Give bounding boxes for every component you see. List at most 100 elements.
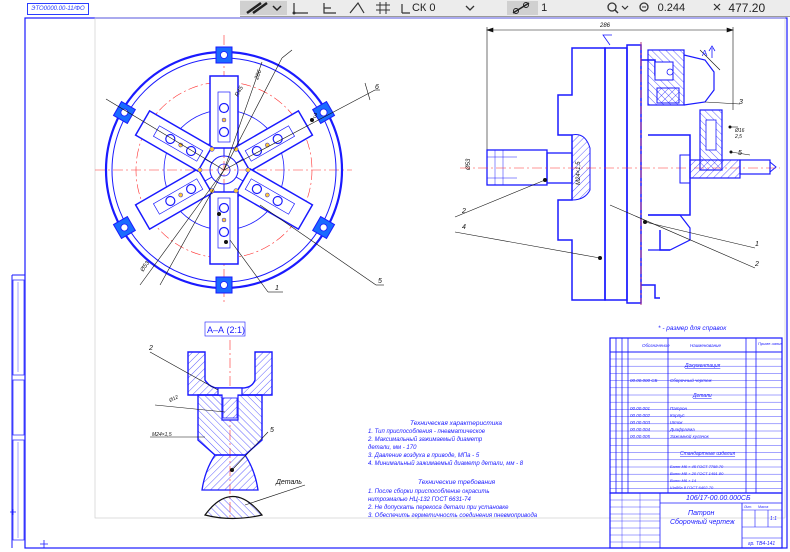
chuck-jaws [134, 75, 314, 265]
zoom-icon [606, 2, 629, 14]
mounting-boss [311, 100, 336, 125]
zoom-value[interactable]: 0.244 [655, 1, 710, 15]
corner-mark [10, 509, 16, 515]
spec-standard-item: Болт М6 × 45 ГОСТ 7798-70 [670, 464, 724, 469]
lines-style-button[interactable] [240, 1, 287, 15]
callout-side-1: 1 [755, 241, 759, 248]
coordinate-system-value: СК 0 [411, 2, 436, 14]
dim-text-shank-dia: Ø53 [466, 158, 472, 171]
title-org: гр. ТВ4-141 [748, 541, 775, 547]
callout-side-5: 5 [738, 150, 742, 157]
leader-dot [598, 256, 602, 260]
zoom-button[interactable] [603, 1, 635, 15]
chuck-jaw [209, 75, 239, 156]
ortho-button[interactable] [287, 1, 315, 15]
chuck-side-view: 286 Ø53 М24×1,5 [454, 23, 780, 305]
snap-binding-button[interactable] [506, 1, 539, 15]
section-jaw-neck [201, 454, 259, 491]
tech-char-title: Техническая характеристика [410, 420, 502, 427]
callout-side-4: 4 [462, 224, 466, 231]
specification-table [609, 337, 783, 494]
leader-dot [224, 240, 228, 244]
center-pin [209, 146, 215, 152]
callout-front-5: 5 [378, 278, 382, 285]
grid-button[interactable] [371, 1, 397, 15]
angle-icon [349, 1, 365, 14]
spec-header-note: Приме-чание [758, 341, 783, 346]
spec-standard-item: Винт М6 × 14 [670, 478, 697, 483]
tech-req-line-4: 3. Обеспечить герметичность соединения п… [368, 513, 538, 519]
rotated-document-stamp: ЭТО0000.00-11/ФО [27, 3, 89, 15]
section-leaders [149, 351, 306, 506]
spec-detail-code: 00.00.005 [630, 434, 651, 439]
dim-text-diameter-big: 286 [254, 69, 264, 82]
tech-char-line-4: 3. Давление воздуха в приводе, МПа - 5 [368, 453, 480, 459]
sheet-frame [11, 17, 788, 549]
spec-header-name: Наименование [690, 343, 722, 348]
title-litera: Лит. [743, 505, 752, 509]
snap-button[interactable] [315, 1, 343, 15]
callout-front-1: 1 [275, 285, 279, 292]
tech-req-line-2: нитроэмалью НЦ-132 ГОСТ 6631-74 [368, 497, 471, 503]
tech-req-line-1: 1. После сборки приспособление окрасить [368, 489, 490, 495]
grid-icon [375, 2, 390, 14]
center-pin [197, 167, 203, 173]
dim-text-groove: Ø12 [167, 394, 179, 404]
line-type-select[interactable]: 1 [538, 1, 603, 15]
callout-section-2: 2 [148, 345, 153, 352]
spec-detail-name: Патрон [670, 406, 687, 411]
chuck-jaw [209, 184, 239, 265]
callout-front-6: 6 [375, 84, 379, 91]
zoom-close[interactable] [709, 1, 725, 15]
cs-dropdown-arrow[interactable] [462, 1, 480, 15]
coordinate-system-select[interactable]: СК 0 [397, 1, 462, 15]
chuck-jaw [235, 167, 314, 231]
section-title: А–А (2:1) [207, 325, 245, 335]
coordinate-readout: 477.20 [728, 1, 766, 15]
snap-icon [323, 3, 336, 14]
line-style-icon [246, 1, 282, 15]
section-bolt-head [222, 397, 238, 419]
mounting-boss [215, 46, 233, 64]
zoom-out-icon [638, 2, 649, 12]
title-mass: Масса [758, 505, 768, 509]
ucs-icon [401, 4, 410, 14]
snap-binding-icon [512, 2, 530, 14]
spec-doc-code: 00.00.000 СБ [630, 378, 658, 383]
zoom-level: 0.244 [657, 2, 686, 14]
zoom-out-button[interactable] [635, 1, 655, 15]
spec-standard-item: Винт М8 × 20 ГОСТ 1491-80 [670, 471, 724, 476]
leader-dot [643, 220, 647, 224]
section-workpiece [203, 495, 264, 520]
pneumatic-block [679, 109, 777, 184]
tech-char-line-5: 4. Минимальный зажимаемый диаметр детали… [368, 460, 524, 467]
dim-text-small2: 2,5 [734, 134, 742, 140]
mounting-boss [215, 276, 233, 294]
title-name-line1: Патрон [688, 510, 715, 517]
chuck-mounting-bosses [112, 46, 336, 294]
mounting-boss [311, 215, 336, 240]
chevron-down-icon [465, 5, 474, 11]
spec-doc-name: Сборочный чертеж [670, 377, 712, 383]
section-title-box [204, 321, 246, 337]
title-scale: 1:1 [770, 516, 777, 522]
line-type-value: 1 [541, 2, 548, 14]
center-pin [233, 188, 239, 194]
spec-detail-name: Зажимной кулачок [670, 433, 710, 439]
leader-dot [543, 178, 547, 182]
dim-text-small: Ø16 [734, 128, 745, 134]
section-mark-a: А [702, 49, 708, 58]
section-arrow-a [708, 45, 716, 58]
spec-detail-code: 00.00.002 [630, 413, 651, 418]
angle-button[interactable] [343, 1, 371, 15]
close-icon [713, 3, 721, 11]
upper-jaw-section [647, 49, 721, 106]
title-doc-number: 106/17-00.00.000СБ [686, 495, 751, 502]
spec-detail-code: 00.00.004 [630, 427, 651, 432]
workpiece-label: Деталь [275, 479, 302, 486]
dim-text-diameter-r: R45 [234, 85, 245, 98]
callout-side-2: 2 [461, 208, 466, 215]
title-block [609, 492, 783, 549]
